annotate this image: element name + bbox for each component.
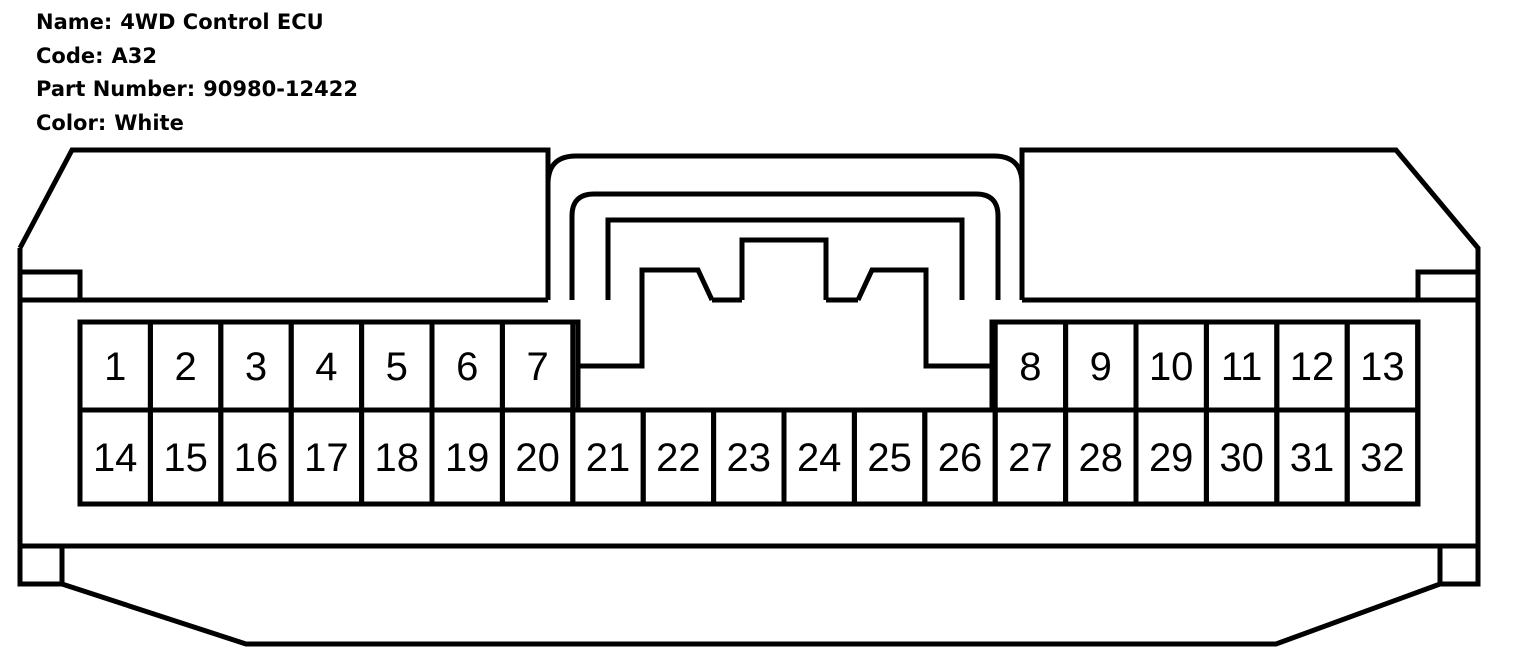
pin-label-12: 12 bbox=[1290, 345, 1335, 389]
pin-label-1: 1 bbox=[104, 345, 126, 389]
part-number-value: 90980-12422 bbox=[203, 77, 358, 101]
key-outer bbox=[545, 153, 1025, 300]
pin-label-7: 7 bbox=[526, 345, 548, 389]
pin-label-18: 18 bbox=[375, 436, 420, 480]
pin-label-23: 23 bbox=[727, 436, 772, 480]
pin-label-25: 25 bbox=[867, 436, 912, 480]
color-row: Color: White bbox=[36, 107, 358, 141]
name-value: 4WD Control ECU bbox=[120, 10, 324, 34]
latch-right-arm bbox=[855, 267, 992, 369]
pin-label-6: 6 bbox=[456, 345, 478, 389]
latch-top-block bbox=[739, 237, 829, 300]
latch-left-arm bbox=[578, 267, 715, 369]
key-inner bbox=[569, 191, 1001, 300]
pin-label-16: 16 bbox=[234, 436, 279, 480]
pin-label-32: 32 bbox=[1360, 436, 1405, 480]
pin-label-22: 22 bbox=[656, 436, 701, 480]
pin-label-8: 8 bbox=[1019, 345, 1041, 389]
pin-label-20: 20 bbox=[515, 436, 560, 480]
pin-label-15: 15 bbox=[163, 436, 208, 480]
pin-label-3: 3 bbox=[245, 345, 267, 389]
pin-label-4: 4 bbox=[315, 345, 337, 389]
part-number-row: Part Number: 90980-12422 bbox=[36, 73, 358, 107]
pin-label-19: 19 bbox=[445, 436, 490, 480]
color-label: Color: bbox=[36, 110, 107, 135]
pin-label-26: 26 bbox=[938, 436, 983, 480]
right-side-tab bbox=[1415, 269, 1478, 303]
code-label: Code: bbox=[36, 43, 104, 68]
pin-label-11: 11 bbox=[1221, 345, 1263, 389]
pin-label-24: 24 bbox=[797, 436, 842, 480]
latch-frame bbox=[605, 217, 965, 300]
pin-label-5: 5 bbox=[386, 345, 408, 389]
left-bottom-tab bbox=[20, 543, 65, 584]
pin-label-9: 9 bbox=[1090, 345, 1112, 389]
left-side-tab bbox=[20, 269, 83, 303]
pin-label-30: 30 bbox=[1219, 436, 1264, 480]
pin-cell-32 bbox=[1344, 407, 1421, 507]
pin-label-17: 17 bbox=[304, 436, 349, 480]
pin-label-21: 21 bbox=[586, 436, 631, 480]
color-value: White bbox=[114, 110, 184, 135]
pin-label-10: 10 bbox=[1149, 345, 1194, 389]
right-bottom-tab bbox=[1437, 543, 1478, 584]
pin-label-31: 31 bbox=[1290, 436, 1335, 480]
pin-label-28: 28 bbox=[1079, 436, 1124, 480]
part-number-label: Part Number: bbox=[36, 77, 196, 101]
pin-label-29: 29 bbox=[1149, 436, 1194, 480]
pin-label-14: 14 bbox=[93, 436, 138, 480]
code-value: A32 bbox=[111, 43, 157, 68]
connector-housing-outline bbox=[17, 147, 1481, 647]
connector-info: Name: 4WD Control ECU Code: A32 Part Numbe… bbox=[36, 6, 358, 140]
pin-label-13: 13 bbox=[1360, 345, 1405, 389]
pin-label-2: 2 bbox=[174, 345, 196, 389]
pin-label-27: 27 bbox=[1008, 436, 1053, 480]
name-label: Name: bbox=[36, 10, 113, 34]
code-row: Code: A32 bbox=[36, 40, 358, 74]
name-row: Name: 4WD Control ECU bbox=[36, 6, 358, 40]
